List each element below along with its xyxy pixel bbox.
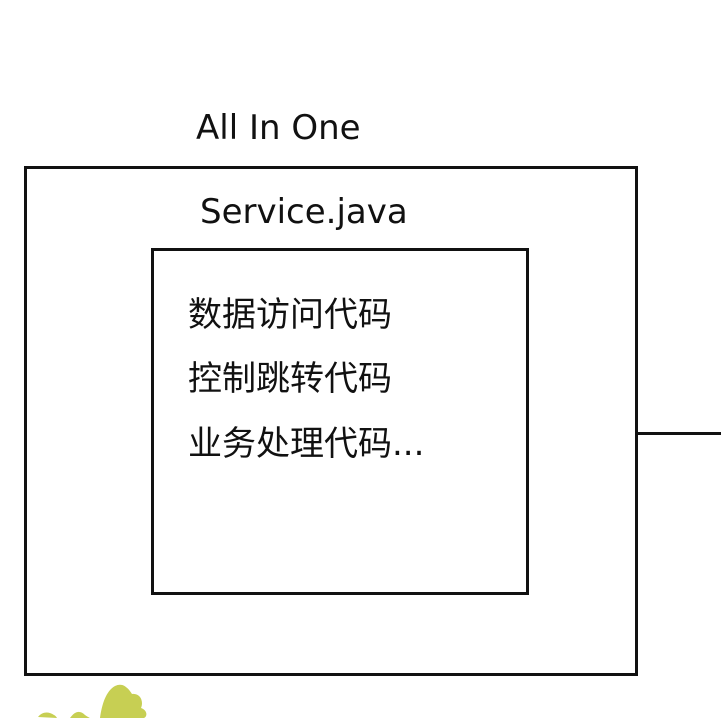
control-jump-code-label: 控制跳转代码 [188, 359, 392, 399]
connector-line [635, 432, 721, 435]
diagram-title: All In One [196, 108, 361, 148]
service-java-label: Service.java [200, 192, 408, 232]
all-in-one-box [24, 166, 638, 676]
data-access-code-label: 数据访问代码 [188, 295, 392, 335]
service-java-box [151, 248, 529, 595]
decorative-blob-icon [38, 684, 147, 718]
business-processing-code-label: 业务处理代码... [188, 424, 425, 464]
